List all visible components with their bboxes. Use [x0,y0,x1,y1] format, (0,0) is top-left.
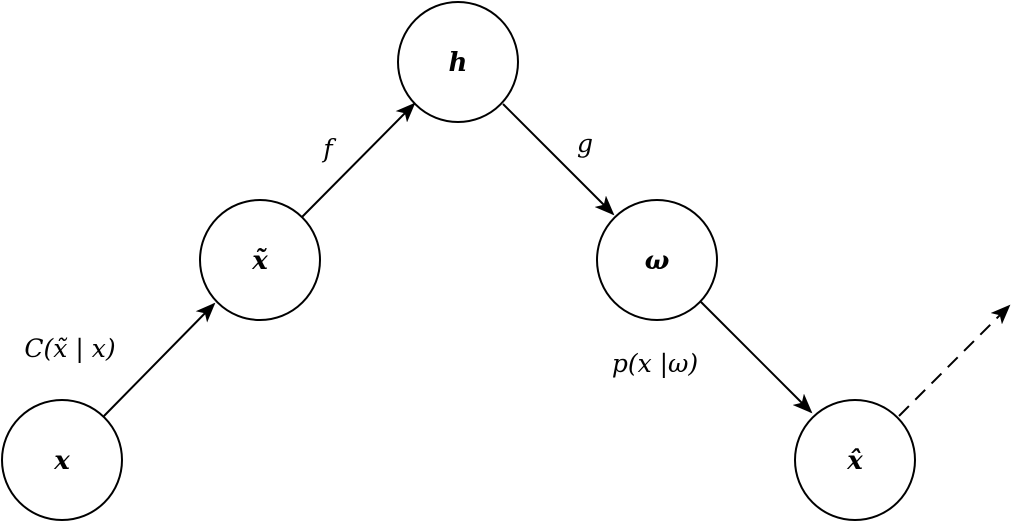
node-x-tilde: x̃ [199,199,321,321]
node-h: h [397,1,519,123]
node-x-tilde-circle [199,199,321,321]
node-omega-circle [596,199,718,321]
edge-label-likelihood: p(x |ω) [612,349,698,379]
edge-x-hat-continuation [898,304,1011,417]
node-x-hat: x̂ [794,399,916,521]
edge-x-to-x-tilde [103,302,216,417]
node-x: x [1,399,123,521]
node-x-hat-label: x̂ [846,446,863,476]
node-h-label: h [449,48,468,78]
edge-h-to-omega [502,103,615,216]
node-x-hat-circle [794,399,916,521]
node-x-label: x [53,446,70,476]
edge-label-f: f [321,134,336,163]
edge-label-g: g [577,129,593,158]
node-omega: ω [596,199,718,321]
edge-x-tilde-to-h [301,102,416,218]
edge-label-corrupt: C(x̃ | x) [24,334,115,364]
node-x-tilde-label: x̃ [251,246,268,276]
edge-omega-to-x-hat [700,301,813,414]
node-h-circle [397,1,519,123]
node-omega-label: ω [645,246,670,276]
node-x-circle [1,399,123,521]
